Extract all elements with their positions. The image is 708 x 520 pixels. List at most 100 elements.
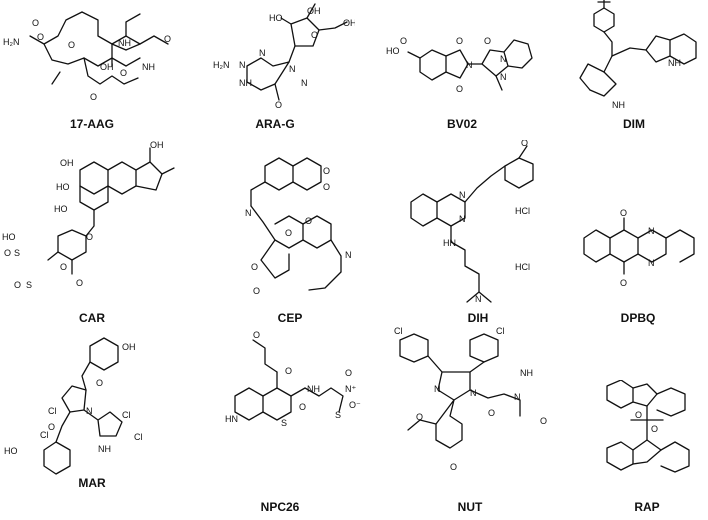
- atom-h2n: H₂N: [3, 37, 20, 47]
- compound-label: DPBQ: [620, 311, 656, 325]
- atom-o: O: [275, 100, 282, 110]
- atom-o: O: [456, 36, 463, 46]
- atom-o: O: [484, 36, 491, 46]
- atom-n: N: [434, 384, 441, 394]
- atom-o: O: [456, 84, 463, 94]
- atom-o: O: [620, 208, 627, 218]
- compound-cep: O O N N O O O O CEP: [205, 140, 375, 330]
- atom-o: O: [90, 92, 97, 102]
- atom-s: S: [26, 280, 32, 290]
- atom-o: O: [251, 262, 258, 272]
- atom-ho: HO: [269, 13, 283, 23]
- structure-cep: O O N N O O O O: [245, 157, 352, 296]
- atom-n: N: [259, 48, 266, 58]
- atom-cl: Cl: [496, 326, 505, 336]
- atom-n: N: [289, 64, 296, 74]
- atom-n: N: [301, 78, 308, 88]
- structure-arag: OH HO OH O N N N NH H₂N O N: [213, 3, 355, 110]
- compound-dpbq: O O N N DPBQ: [570, 140, 708, 330]
- atom-ho: HO: [4, 446, 18, 456]
- atom-o: O: [620, 278, 627, 288]
- atom-n: N: [648, 258, 655, 268]
- atom-cl: Cl: [394, 326, 403, 336]
- compound-label: MAR: [78, 476, 106, 490]
- atom-nh: NH: [612, 100, 625, 110]
- atom-o: O: [285, 366, 292, 376]
- hcl-label: HCl: [515, 262, 530, 272]
- compound-label: ARA-G: [255, 117, 295, 131]
- atom-ho: HO: [56, 182, 70, 192]
- atom-ho: HO: [54, 204, 68, 214]
- atom-n: N: [514, 392, 521, 402]
- compound-label: 17-AAG: [69, 117, 114, 131]
- atom-o: O: [68, 40, 75, 50]
- compound-npc26: O O O HN S S NH N⁺ O O⁻ NPC26: [195, 330, 365, 520]
- atom-o: O: [323, 166, 330, 176]
- atom-o: O: [416, 412, 423, 422]
- atom-n: N: [466, 60, 473, 70]
- structure-17aag: H₂N O O O OH NH NH O O O: [3, 11, 171, 102]
- atom-o: O: [285, 228, 292, 238]
- atom-o: O: [60, 262, 67, 272]
- atom-o: O: [14, 280, 21, 290]
- atom-o: O: [400, 36, 407, 46]
- atom-o: O: [311, 30, 318, 40]
- atom-ho: HO: [2, 232, 16, 242]
- atom-o: O: [76, 278, 83, 288]
- atom-o: O: [48, 422, 55, 432]
- compound-arag: OH HO OH O N N N NH H₂N O N ARA-G: [195, 0, 355, 140]
- atom-o: O: [345, 368, 352, 378]
- atom-o: O: [299, 402, 306, 412]
- structure-dih: O N N HN N HCl HCl: [410, 140, 534, 304]
- atom-o: O: [86, 232, 93, 242]
- atom-n: N: [470, 388, 477, 398]
- atom-n: N: [245, 208, 252, 218]
- hcl-label: HCl: [515, 206, 530, 216]
- atom-h2n: H₂N: [213, 60, 230, 70]
- atom-o: O: [521, 140, 528, 148]
- atom-nh: NH: [668, 58, 681, 68]
- structure-dpbq: O O N N: [583, 208, 695, 288]
- atom-s: S: [281, 418, 287, 428]
- atom-o: O: [253, 330, 260, 340]
- compound-rap: O O RAP: [585, 380, 708, 520]
- atom-o: O: [253, 286, 260, 296]
- atom-o: O: [4, 248, 11, 258]
- atom-o: O: [96, 378, 103, 388]
- atom-oh: OH: [122, 342, 136, 352]
- atom-o: O: [450, 462, 457, 472]
- atom-o: O: [120, 68, 127, 78]
- atom-hn: HN: [225, 414, 238, 424]
- structure-dim: NH NH: [579, 0, 697, 110]
- atom-n: N: [459, 190, 466, 200]
- atom-n: N⁺: [345, 384, 356, 394]
- atom-cl: Cl: [122, 410, 131, 420]
- atom-o: O: [37, 32, 44, 42]
- atom-cl: Cl: [134, 432, 143, 442]
- compound-car: OH OH HO O HO O S O S O O HO CAR: [0, 140, 185, 330]
- atom-n: N: [500, 54, 507, 64]
- atom-oh: OH: [60, 158, 74, 168]
- atom-o: O: [488, 408, 495, 418]
- compound-label: RAP: [634, 500, 660, 514]
- compound-dim: NH NH DIM: [560, 0, 708, 140]
- compound-mar: OH HO Cl Cl Cl Cl N NH O O MAR: [0, 330, 185, 520]
- atom-s: S: [14, 248, 20, 258]
- compound-label: NPC26: [260, 500, 300, 514]
- structure-npc26: O O O HN S S NH N⁺ O O⁻: [225, 330, 361, 428]
- structure-rap: O O: [606, 380, 690, 473]
- compound-label: NUT: [457, 500, 483, 514]
- atom-s: S: [335, 410, 341, 420]
- structure-bv02: HO O O O O N N N: [386, 36, 533, 94]
- atom-o: O: [164, 34, 171, 44]
- compound-bv02: HO O O O O N N N BV02: [380, 0, 545, 140]
- atom-o: O: [540, 416, 547, 426]
- atom-oh: OH: [100, 62, 114, 72]
- structure-mar: OH HO Cl Cl Cl Cl N NH O O: [4, 337, 143, 475]
- atom-nh: NH: [118, 38, 131, 48]
- atom-o: O: [651, 424, 658, 434]
- atom-oh: OH: [307, 6, 321, 16]
- compound-label: DIM: [623, 117, 645, 131]
- atom-nh: NH: [239, 78, 252, 88]
